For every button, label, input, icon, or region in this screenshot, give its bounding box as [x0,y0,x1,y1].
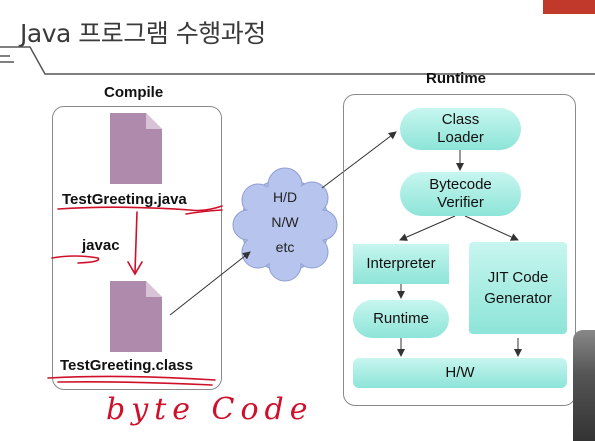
handwritten-note: byte Code [106,392,314,427]
runtime-node: Runtime [353,300,449,338]
interpreter-label: Interpreter [366,255,436,272]
red-ink-annotations [47,205,223,386]
runtime-heading: Runtime [426,70,486,87]
java-file-icon [110,113,162,184]
hw-label: H/W [445,364,475,381]
runtime-box [343,94,576,406]
class-file-fold [146,281,162,297]
brand-badge [543,0,595,14]
class-file-label: TestGreeting.class [60,357,194,374]
javac-label: javac [82,237,120,254]
compile-box [52,106,222,390]
jit-label: JIT Code Generator [484,269,552,307]
cloud-to-loader-arrow [321,131,397,189]
class-loader-node: Class Loader [400,108,521,150]
runtime-node-label: Runtime [373,310,429,327]
class-to-cloud-arrow [169,251,251,316]
java-file-label: TestGreeting.java [62,191,187,208]
cloud-line-etc: etc [275,239,295,255]
cloud-icon [232,167,338,282]
jit-node: JIT Code Generator [469,242,567,334]
presenter-figure [573,330,595,441]
compile-heading: Compile [104,84,164,101]
class-loader-label: Class Loader [437,111,484,146]
bytecode-verifier-label: Bytecode Verifier [429,176,492,211]
title-underline [0,46,595,75]
verifier-to-jit-arrow [464,215,519,241]
class-file-icon [110,281,162,352]
hw-node: H/W [353,358,567,388]
interpreter-node: Interpreter [353,244,449,284]
bytecode-verifier-node: Bytecode Verifier [400,172,521,216]
cloud-line-nw: N/W [271,214,299,230]
cloud-line-hd: H/D [272,189,298,205]
verifier-to-interp-arrow [399,215,456,241]
java-file-fold [146,113,162,129]
slide-title: Java 프로그램 수행과정 [20,19,266,48]
